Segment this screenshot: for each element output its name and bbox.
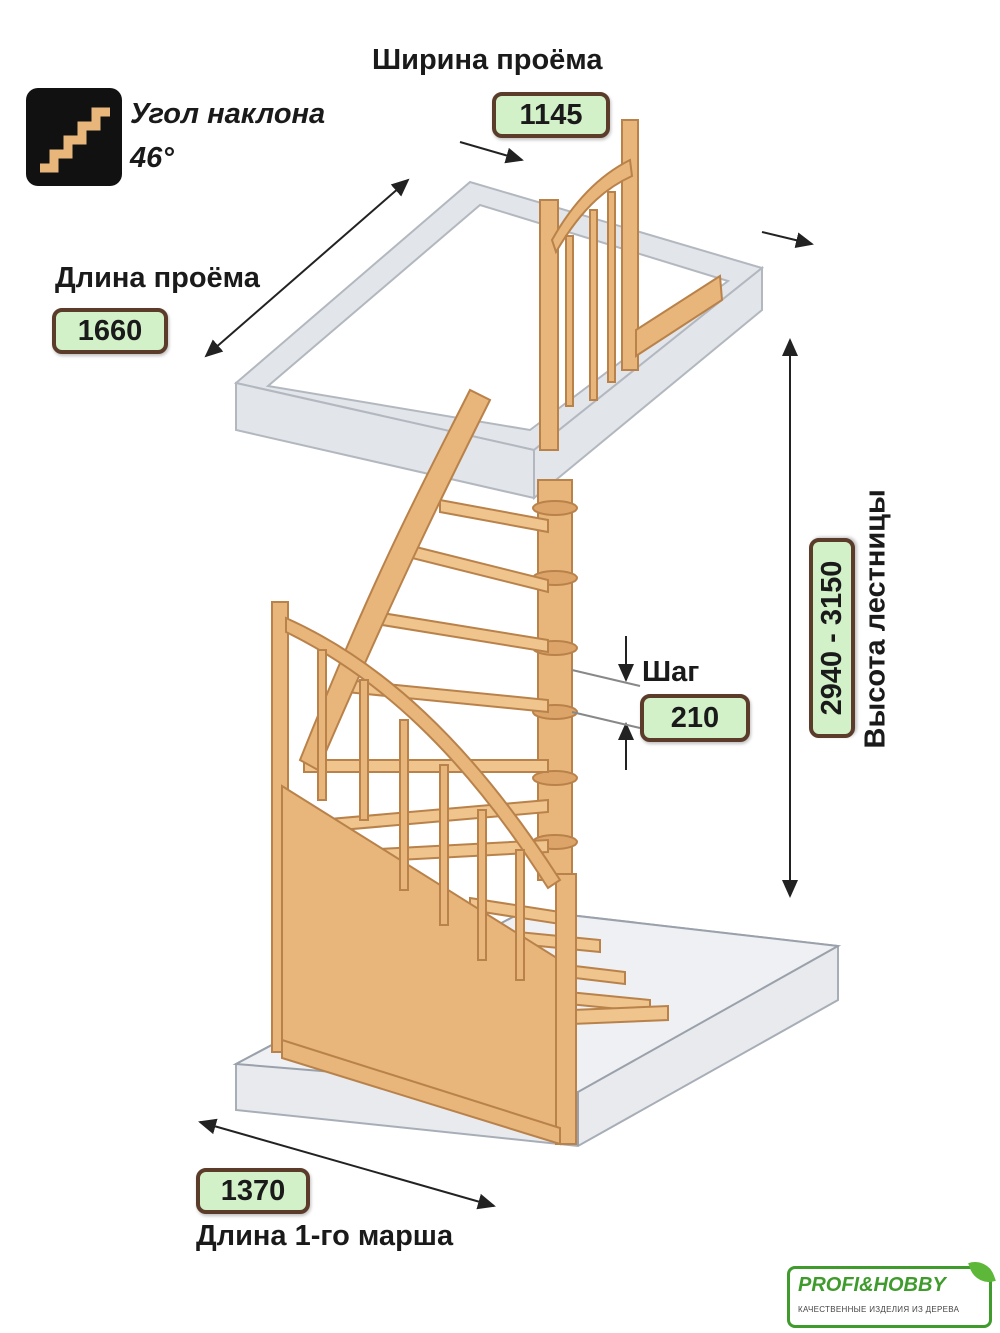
- ceiling-opening-frame: [233, 180, 765, 501]
- logo-name: PROFI&HOBBY: [798, 1274, 946, 1296]
- first-flight-label: Длина 1-го марша: [196, 1220, 454, 1252]
- stair-height-badge: 2940 - 3150: [809, 538, 855, 738]
- logo-tagline: КАЧЕСТВЕННЫЕ ИЗДЕЛИЯ ИЗ ДЕРЕВА: [798, 1305, 960, 1314]
- central-pole: [532, 479, 578, 881]
- brand-logo: PROFI&HOBBY КАЧЕСТВЕННЫЕ ИЗДЕЛИЯ ИЗ ДЕРЕ…: [787, 1256, 996, 1328]
- opening-length-badge: 1660: [52, 308, 168, 354]
- opening-width-badge: 1145: [492, 92, 610, 138]
- first-flight-badge: 1370: [196, 1168, 310, 1214]
- stair-height-label: Высота лестницы: [859, 489, 892, 749]
- lower-railing: [285, 616, 562, 981]
- winder-treads: [303, 498, 549, 864]
- opening-width-dimension: [459, 141, 524, 164]
- first-flight-dimension: [198, 1118, 496, 1210]
- step-badge: 210: [640, 694, 750, 742]
- opening-length-label: Длина проёма: [55, 262, 260, 294]
- stairs-icon: [26, 88, 122, 186]
- opening-length-dimension: [204, 178, 410, 358]
- dimension-lines: [198, 141, 814, 1210]
- upper-railing: [539, 119, 724, 451]
- step-label: Шаг: [642, 656, 700, 688]
- lower-frame: [271, 601, 577, 1146]
- angle-title: Угол наклона: [130, 98, 326, 130]
- angle-value: 46°: [130, 142, 174, 174]
- opening-width-label: Ширина проёма: [372, 44, 603, 76]
